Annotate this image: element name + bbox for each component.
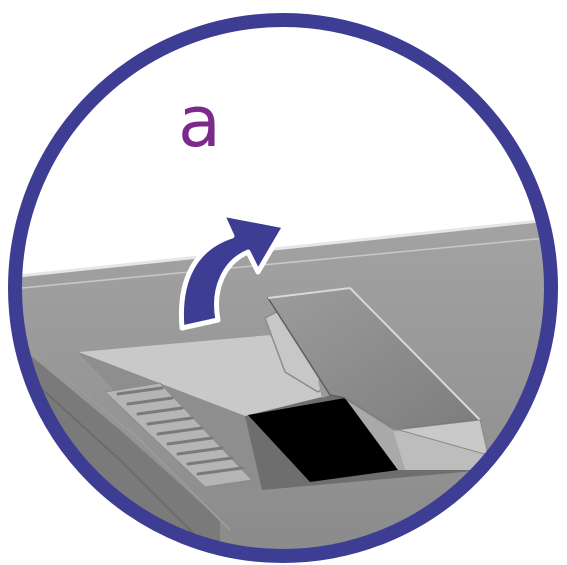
device-body <box>0 218 567 565</box>
step-label: a <box>178 82 238 162</box>
